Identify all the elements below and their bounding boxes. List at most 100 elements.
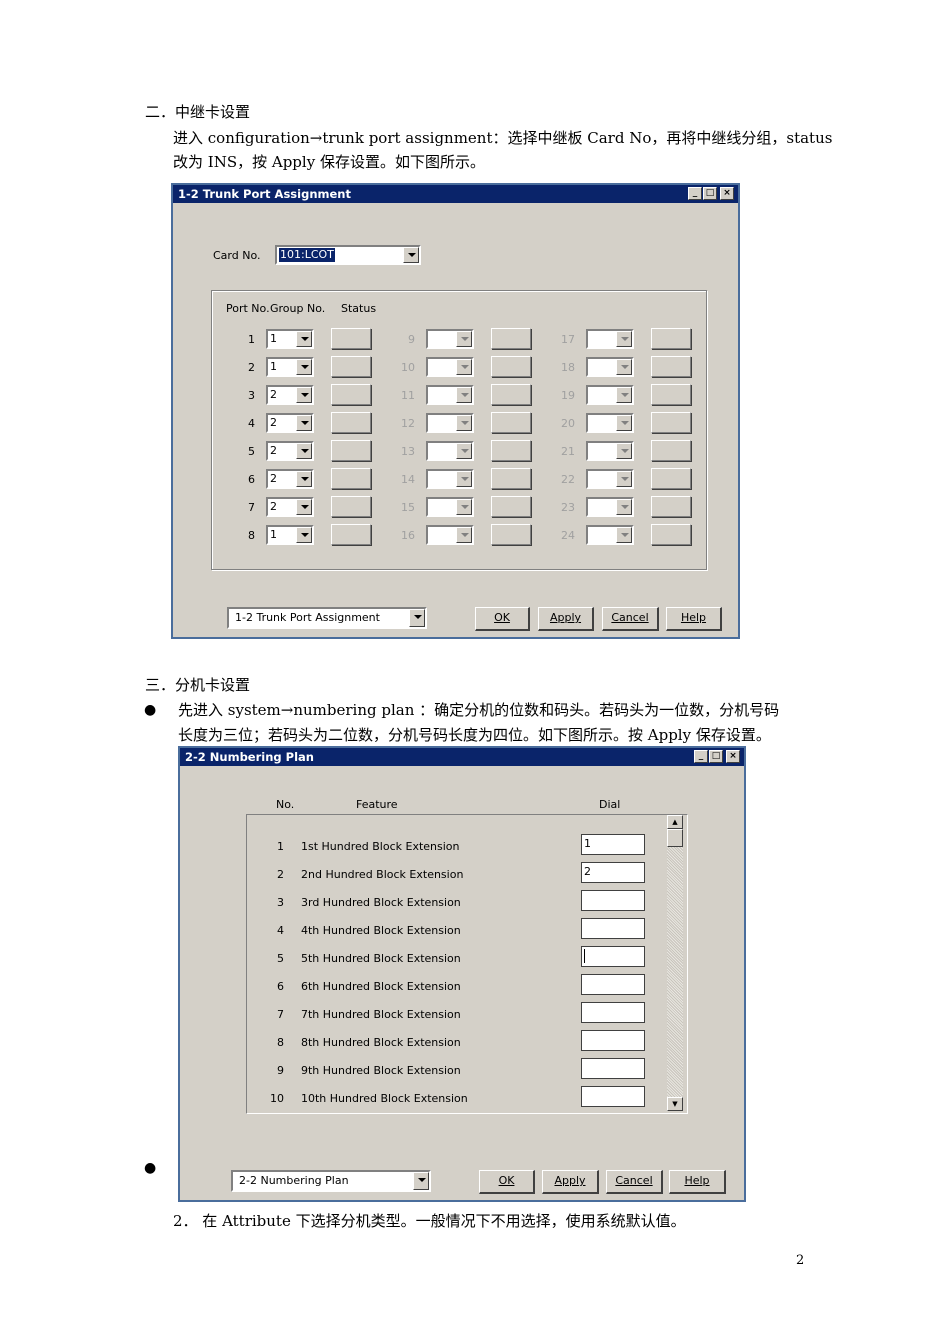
chevron-down-icon[interactable]: [296, 499, 312, 515]
status-button[interactable]: [651, 356, 691, 377]
status-button[interactable]: [491, 524, 531, 545]
dial-input[interactable]: [581, 918, 645, 939]
group-select[interactable]: [426, 329, 474, 349]
chevron-down-icon[interactable]: [456, 359, 472, 375]
chevron-down-icon[interactable]: [413, 1172, 429, 1190]
status-button[interactable]: [331, 524, 371, 545]
chevron-down-icon[interactable]: [456, 443, 472, 459]
chevron-down-icon[interactable]: [403, 247, 419, 263]
group-select[interactable]: [586, 525, 634, 545]
group-select[interactable]: [426, 469, 474, 489]
group-select[interactable]: [426, 357, 474, 377]
group-select[interactable]: [426, 413, 474, 433]
dial-input[interactable]: 2: [581, 862, 645, 883]
group-select[interactable]: 2: [266, 413, 314, 433]
status-button[interactable]: [491, 328, 531, 349]
status-button[interactable]: [331, 440, 371, 461]
help-button[interactable]: Help: [666, 607, 722, 631]
status-button[interactable]: [651, 412, 691, 433]
chevron-down-icon[interactable]: [456, 471, 472, 487]
chevron-down-icon[interactable]: [296, 415, 312, 431]
status-button[interactable]: [491, 468, 531, 489]
chevron-down-icon[interactable]: [456, 415, 472, 431]
apply-button[interactable]: Apply: [542, 1170, 599, 1194]
status-button[interactable]: [491, 384, 531, 405]
group-select[interactable]: 1: [266, 357, 314, 377]
status-button[interactable]: [651, 384, 691, 405]
status-button[interactable]: [651, 440, 691, 461]
group-select[interactable]: [586, 329, 634, 349]
chevron-down-icon[interactable]: [616, 415, 632, 431]
group-select[interactable]: 2: [266, 469, 314, 489]
status-button[interactable]: [491, 496, 531, 517]
status-button[interactable]: [331, 328, 371, 349]
apply-button[interactable]: Apply: [538, 607, 594, 631]
dial-input[interactable]: [581, 1030, 645, 1051]
close-icon[interactable]: ×: [720, 187, 734, 200]
chevron-down-icon[interactable]: [456, 387, 472, 403]
group-select[interactable]: [586, 469, 634, 489]
dial-input[interactable]: 1: [581, 834, 645, 855]
chevron-down-icon[interactable]: [616, 471, 632, 487]
chevron-down-icon[interactable]: [616, 359, 632, 375]
chevron-down-icon[interactable]: [616, 331, 632, 347]
chevron-down-icon[interactable]: [296, 443, 312, 459]
scrollbar[interactable]: [667, 815, 683, 1111]
ok-button[interactable]: OK: [479, 1170, 535, 1194]
group-select[interactable]: [586, 385, 634, 405]
chevron-down-icon[interactable]: [456, 527, 472, 543]
cancel-button[interactable]: Cancel: [602, 607, 659, 631]
dial-input[interactable]: [581, 946, 645, 967]
status-button[interactable]: [651, 468, 691, 489]
group-select[interactable]: [426, 525, 474, 545]
status-button[interactable]: [651, 328, 691, 349]
card-no-select[interactable]: 101:LCOT: [275, 245, 421, 265]
chevron-down-icon[interactable]: [296, 527, 312, 543]
status-button[interactable]: [651, 524, 691, 545]
window-select[interactable]: 1-2 Trunk Port Assignment: [227, 607, 427, 629]
chevron-down-icon[interactable]: [616, 499, 632, 515]
cancel-button[interactable]: Cancel: [606, 1170, 663, 1194]
status-button[interactable]: [331, 356, 371, 377]
chevron-down-icon[interactable]: [296, 471, 312, 487]
chevron-down-icon[interactable]: [456, 331, 472, 347]
status-button[interactable]: [491, 440, 531, 461]
chevron-down-icon[interactable]: [296, 331, 312, 347]
group-select[interactable]: [426, 497, 474, 517]
status-button[interactable]: [331, 468, 371, 489]
status-button[interactable]: [491, 356, 531, 377]
chevron-down-icon[interactable]: [296, 359, 312, 375]
status-button[interactable]: [331, 384, 371, 405]
chevron-down-icon[interactable]: [456, 499, 472, 515]
window-select[interactable]: 2-2 Numbering Plan: [231, 1170, 431, 1192]
status-button[interactable]: [491, 412, 531, 433]
chevron-down-icon[interactable]: [616, 443, 632, 459]
group-select[interactable]: 2: [266, 441, 314, 461]
minimize-icon[interactable]: _: [694, 750, 708, 763]
group-select[interactable]: [586, 441, 634, 461]
ok-button[interactable]: OK: [475, 607, 530, 631]
dial-input[interactable]: [581, 1058, 645, 1079]
dial-input[interactable]: [581, 1086, 645, 1107]
dial-input[interactable]: [581, 974, 645, 995]
group-select[interactable]: [586, 357, 634, 377]
group-select[interactable]: [426, 385, 474, 405]
group-select[interactable]: [586, 413, 634, 433]
group-select[interactable]: 1: [266, 525, 314, 545]
scroll-thumb[interactable]: [667, 829, 683, 847]
maximize-icon[interactable]: □: [709, 750, 723, 763]
maximize-icon[interactable]: □: [703, 187, 717, 200]
scroll-up-icon[interactable]: ▲: [667, 815, 683, 829]
close-icon[interactable]: ×: [726, 750, 740, 763]
group-select[interactable]: 2: [266, 385, 314, 405]
status-button[interactable]: [331, 412, 371, 433]
group-select[interactable]: 1: [266, 329, 314, 349]
scroll-down-icon[interactable]: ▼: [667, 1097, 683, 1111]
status-button[interactable]: [651, 496, 691, 517]
group-select[interactable]: 2: [266, 497, 314, 517]
chevron-down-icon[interactable]: [409, 609, 425, 627]
chevron-down-icon[interactable]: [616, 387, 632, 403]
dial-input[interactable]: [581, 1002, 645, 1023]
chevron-down-icon[interactable]: [296, 387, 312, 403]
dial-input[interactable]: [581, 890, 645, 911]
